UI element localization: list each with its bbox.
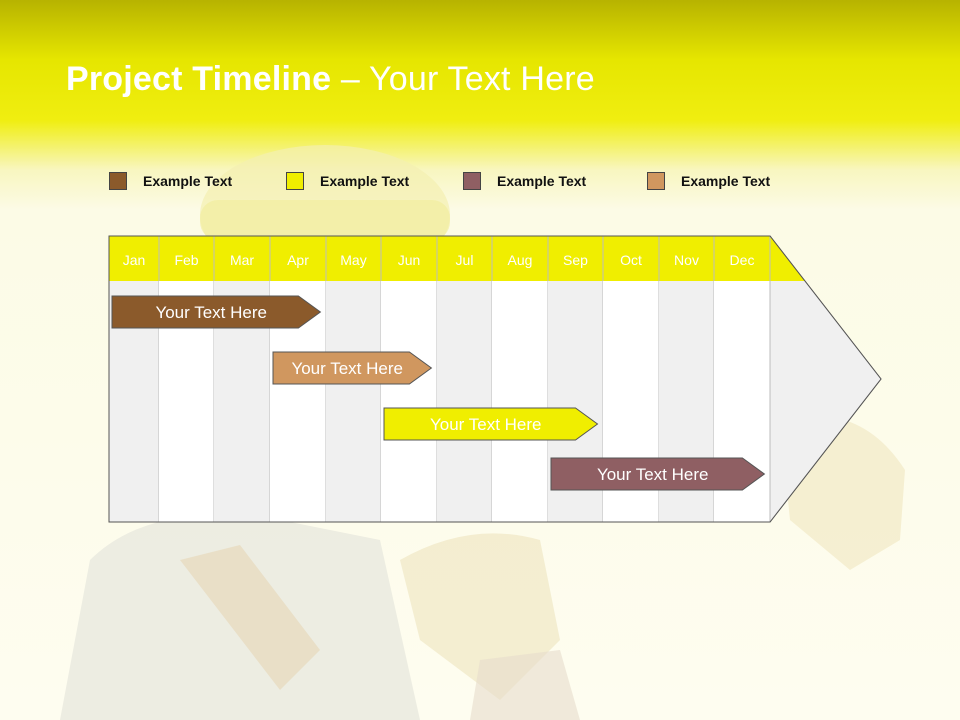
legend-swatch	[109, 172, 127, 190]
task-label: Your Text Here	[430, 415, 542, 434]
title-bold: Project Timeline	[66, 60, 332, 98]
month-label: Jul	[456, 252, 474, 268]
timeline-arrow-border	[108, 235, 882, 523]
task-arrow	[111, 295, 322, 329]
task-arrow	[550, 457, 766, 491]
task-arrow	[383, 407, 599, 441]
month-label: Mar	[230, 252, 254, 268]
title-rest: – Your Text Here	[331, 60, 595, 98]
task-arrow	[272, 351, 433, 385]
legend-item: Example Text	[109, 171, 232, 191]
month-label: Jun	[398, 252, 421, 268]
month-column	[492, 281, 548, 522]
page-title: Project Timeline – Your Text Here	[66, 60, 595, 99]
month-label: Feb	[174, 252, 198, 268]
legend-label: Example Text	[497, 173, 587, 189]
month-column	[381, 281, 437, 522]
month-column	[326, 281, 381, 522]
task-label: Your Text Here	[155, 303, 267, 322]
month-label: Aug	[508, 252, 533, 268]
timeline-arrow-tip	[770, 281, 881, 522]
month-label: Nov	[674, 252, 699, 268]
month-label: Oct	[620, 252, 642, 268]
legend-item: Example Text	[286, 171, 409, 191]
legend-swatch	[463, 172, 481, 190]
legend-item: Example Text	[463, 171, 586, 191]
month-label: Sep	[563, 252, 588, 268]
timeline-header-band	[109, 236, 805, 281]
legend-swatch	[286, 172, 304, 190]
legend-item: Example Text	[647, 171, 770, 191]
legend-label: Example Text	[320, 173, 410, 189]
month-label: Jan	[123, 252, 146, 268]
task-label: Your Text Here	[597, 465, 709, 484]
month-label: Apr	[287, 252, 309, 268]
task-label: Your Text Here	[291, 359, 403, 378]
month-column	[437, 281, 492, 522]
legend-label: Example Text	[143, 173, 233, 189]
legend-label: Example Text	[681, 173, 771, 189]
legend-swatch	[647, 172, 665, 190]
month-label: Dec	[730, 252, 755, 268]
month-label: May	[340, 252, 366, 268]
